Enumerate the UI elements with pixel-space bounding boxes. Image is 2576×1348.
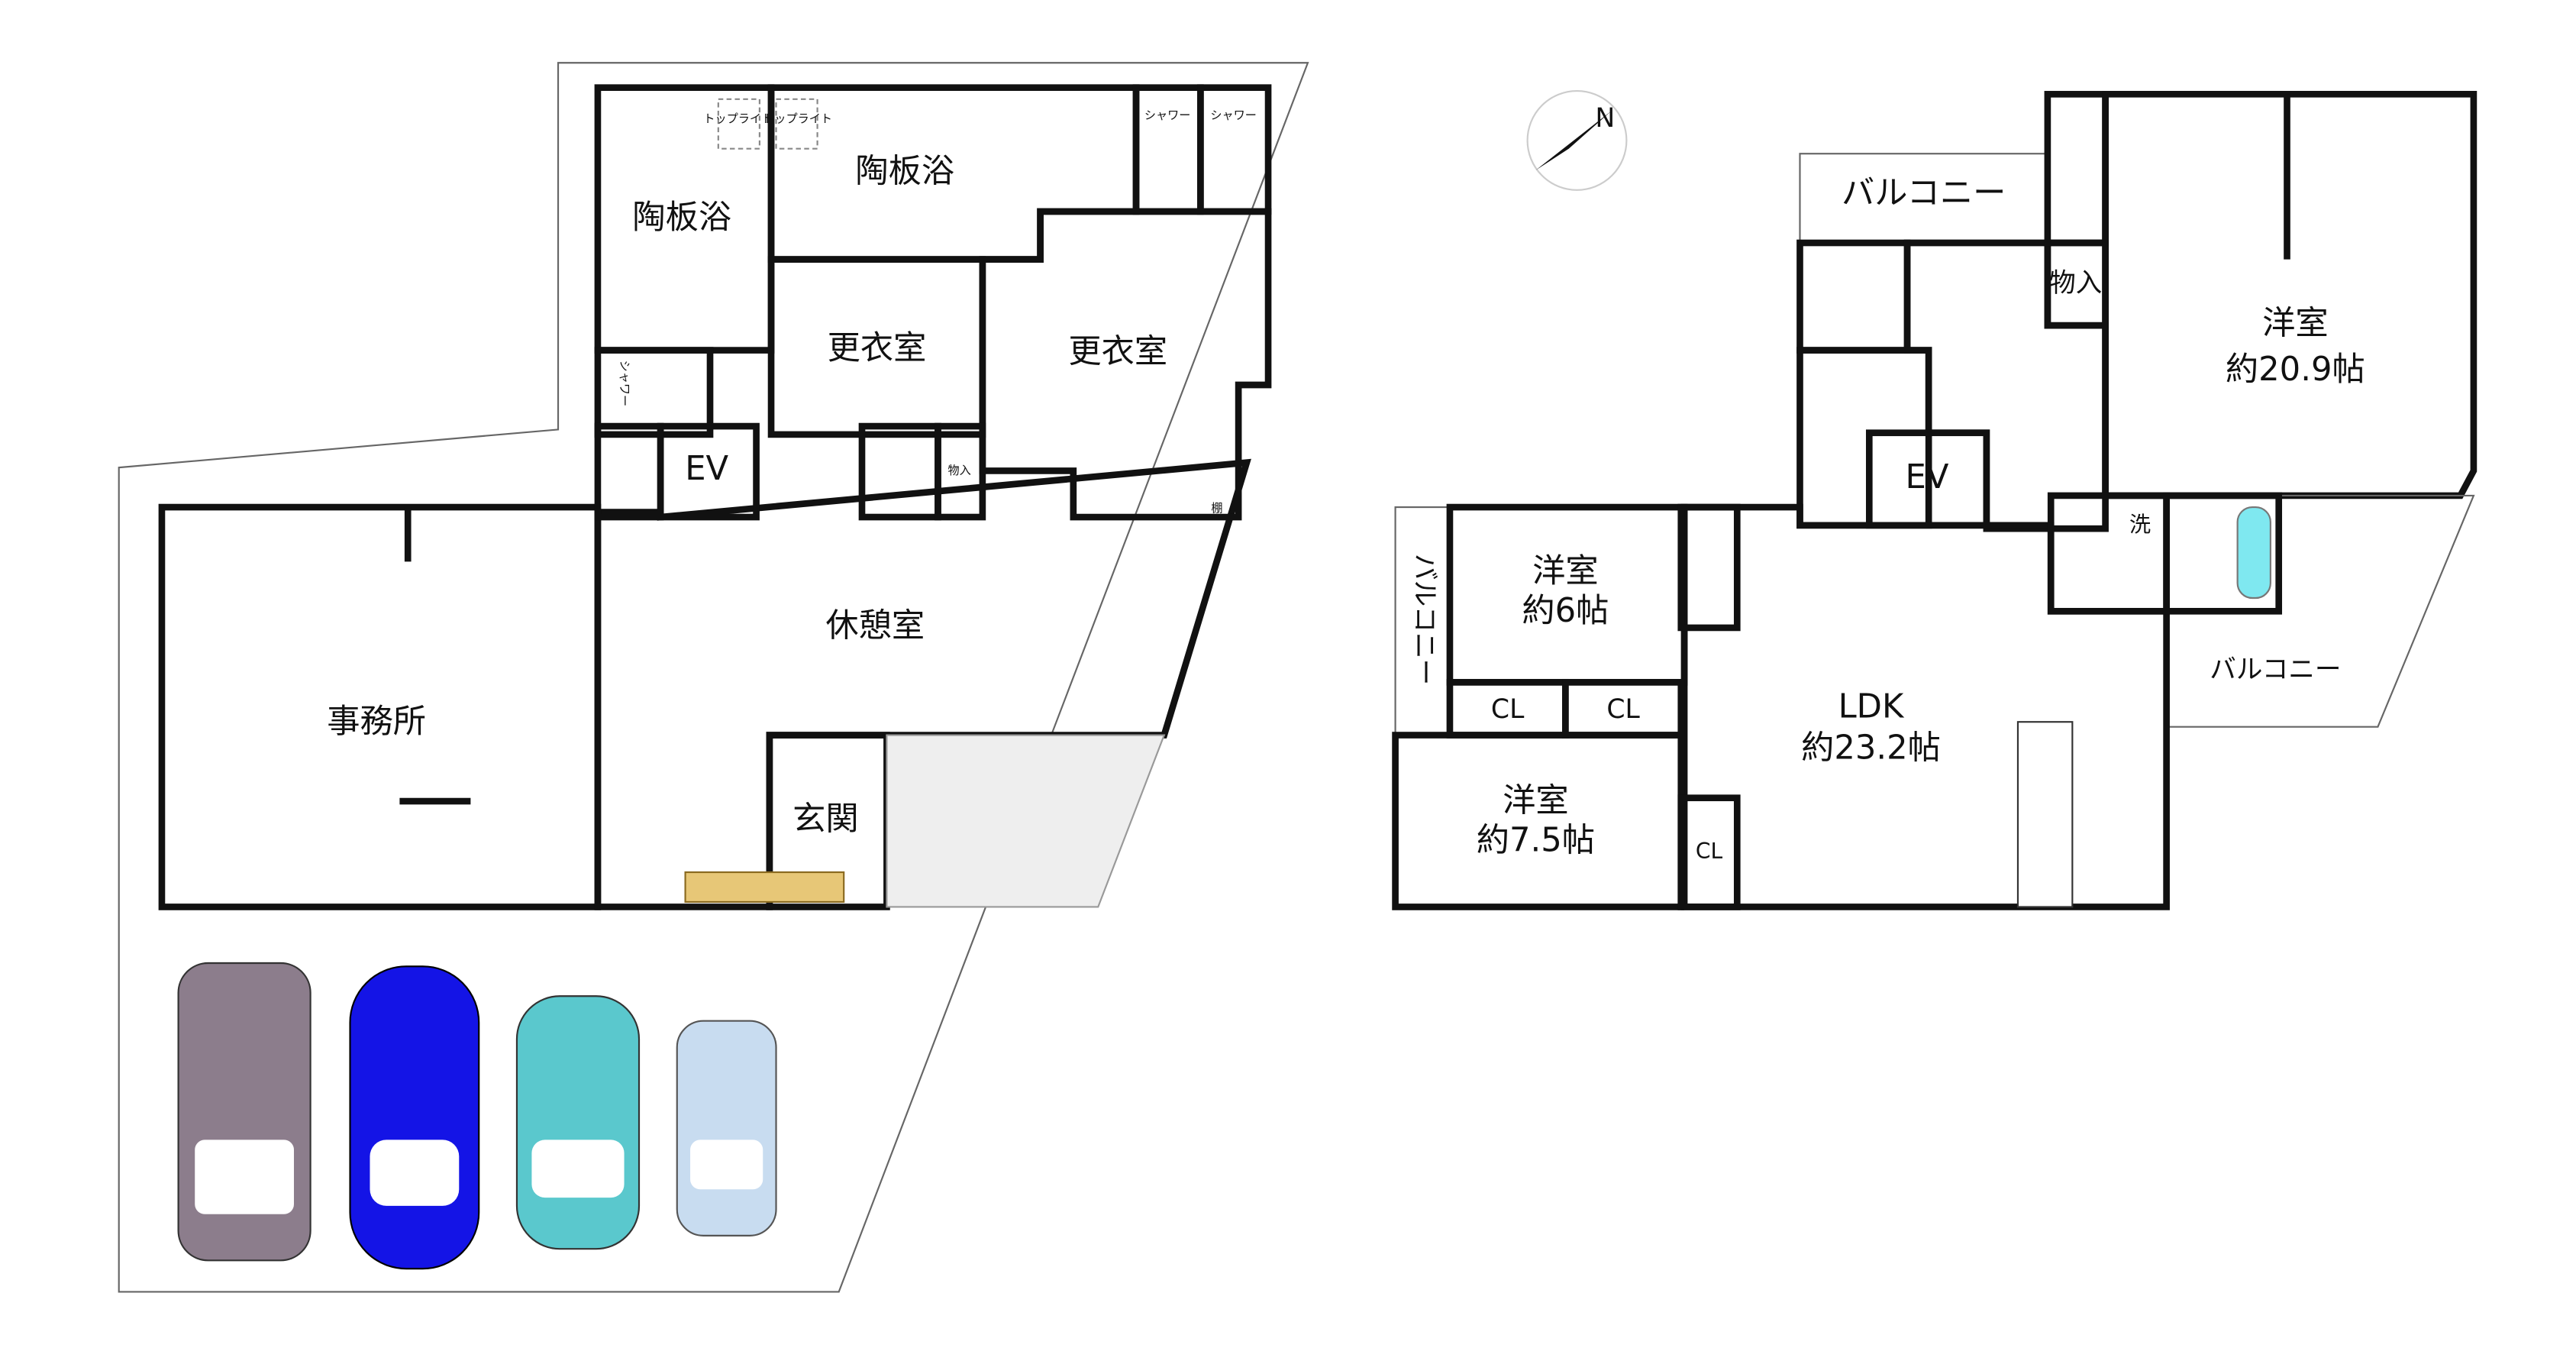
elevator-2f-label: EV — [1906, 458, 1949, 496]
shower-a-label: シャワー — [1144, 108, 1191, 122]
bath-top-label: 陶板浴 — [855, 153, 954, 191]
western-75-name: 洋室 — [1503, 782, 1569, 820]
kitchen-counter — [2016, 721, 2074, 908]
western-large-name: 洋室 — [2262, 305, 2329, 343]
western-6-size: 約6帖 — [1522, 592, 1609, 630]
car-blue — [349, 965, 480, 1270]
stairs-2f-top — [2044, 91, 2109, 247]
shower-small-room — [594, 347, 714, 438]
wash-label: 洗 — [2129, 512, 2151, 537]
balcony-top-label: バルコニー — [1842, 174, 2006, 212]
wc-2f-upper — [1796, 239, 1911, 354]
bath-left-label: 陶板浴 — [632, 199, 731, 237]
stairs-2f — [1796, 347, 1932, 529]
compass-label: N — [1595, 103, 1615, 134]
storage-2f-label: 物入 — [2049, 268, 2102, 299]
shower-a-room — [1132, 84, 1204, 215]
closet-b-label: CL — [1606, 694, 1640, 725]
toplight-a-label: トップライト — [703, 112, 773, 125]
western-large-size: 約20.9帖 — [2226, 351, 2365, 389]
closet-c-label: CL — [1696, 839, 1723, 864]
storage-1f-label: 物入 — [947, 464, 970, 477]
compass-icon: N — [1526, 89, 1628, 191]
car-purple — [177, 962, 312, 1262]
changing-right-label: 更衣室 — [1068, 332, 1167, 370]
western-6-name: 洋室 — [1532, 552, 1599, 590]
shelf-label: 棚 — [1211, 502, 1222, 516]
stairs-1f — [594, 422, 664, 521]
toilet-1f — [858, 422, 941, 521]
bathroom-2f — [2163, 492, 2283, 615]
lounge-label: 休憩室 — [825, 606, 925, 645]
entrance-label: 玄関 — [792, 800, 859, 838]
site-boundary — [118, 62, 1309, 1293]
toplight-b-label: トップライト — [763, 112, 832, 125]
balcony-left-label: バルコニー — [1409, 554, 1439, 685]
car-lightblue — [676, 1020, 777, 1236]
shower-b-label: シャワー — [1210, 108, 1257, 122]
office-label: 事務所 — [327, 703, 426, 741]
toilet-2f — [1677, 503, 1741, 632]
car-teal — [515, 995, 641, 1250]
floor-1: 事務所 休憩室 玄関 陶板浴 陶板浴 更衣室 更衣室 EV 物入 シャワー シャ… — [118, 62, 1309, 1293]
ldk-size: 約23.2帖 — [1801, 729, 1941, 767]
ldk-room — [1680, 503, 2170, 910]
changing-left-label: 更衣室 — [828, 329, 927, 367]
elevator-1f — [657, 422, 760, 521]
toplight-a — [717, 98, 760, 150]
bathtub — [2236, 506, 2271, 600]
closet-c — [1677, 794, 1741, 910]
shower-small-label: シャワー — [618, 360, 631, 407]
toplight-b — [775, 98, 818, 150]
entrance-step — [684, 871, 845, 904]
porch-area — [886, 734, 1166, 908]
storage-1f — [935, 422, 986, 521]
floor-2: N バルコニー バルコニー バルコニー 物入 EV 洋室 約20.9帖 洋室 約… — [1392, 89, 2478, 910]
closet-a-label: CL — [1491, 694, 1525, 725]
balcony-right-label: バルコニー — [2210, 655, 2341, 685]
elevator-1f-label: EV — [685, 450, 728, 488]
western-75-size: 約7.5帖 — [1477, 822, 1595, 860]
ldk-name: LDK — [1838, 687, 1905, 726]
changing-right-room — [979, 208, 1272, 521]
western-room-large — [2102, 91, 2478, 499]
